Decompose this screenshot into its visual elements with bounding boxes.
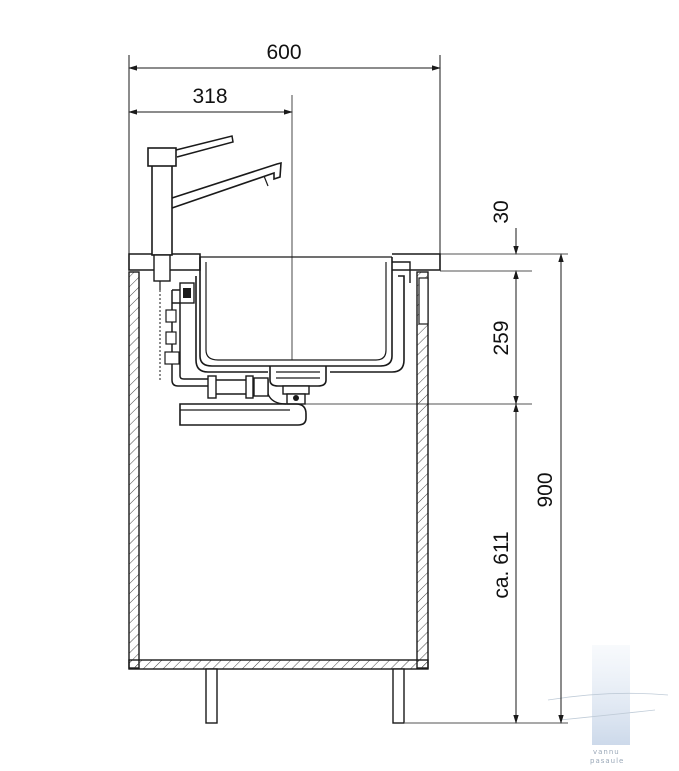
faucet: [147, 135, 282, 290]
sink-bowl: [195, 257, 411, 373]
overflow-pipe: [159, 282, 208, 387]
dim-tap-offset: 318: [192, 85, 227, 108]
dim-top-thickness: 30: [490, 200, 513, 223]
watermark-logo: vannu pasaule: [547, 645, 669, 765]
watermark-line-1: vannu: [593, 748, 620, 756]
cabinet-legs: [205, 668, 405, 724]
extension-lines: [128, 55, 568, 724]
dimension-lines: [128, 65, 564, 724]
dim-total-height: 900: [534, 472, 557, 507]
cabinet-body: [128, 271, 429, 670]
dim-bowl-depth: 259: [490, 320, 513, 355]
watermark-line-2: pasaule: [590, 757, 624, 765]
drain-assembly: [179, 366, 327, 426]
dim-below-bowl: ca. 611: [490, 531, 513, 598]
dim-overall-width: 600: [266, 41, 301, 64]
